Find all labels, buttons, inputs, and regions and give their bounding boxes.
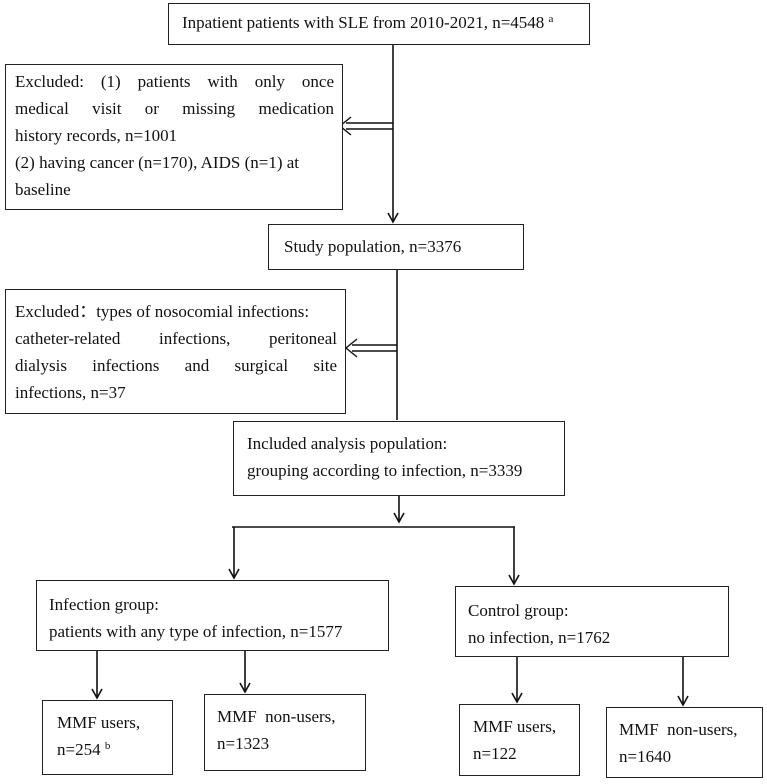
exclusion-arrow-1 bbox=[338, 116, 393, 136]
node-study-population: Study population, n=3376 bbox=[268, 224, 524, 270]
node-inpatient-total: Inpatient patients with SLE from 2010-20… bbox=[168, 3, 590, 45]
excluded-1-line-3: history records, n=1001 bbox=[15, 126, 178, 145]
control-group-line-1: Control group: bbox=[468, 601, 569, 620]
inf-mmf-nonusers-line-1: MMF non-users, bbox=[217, 707, 336, 726]
excluded-1-line-1: Excluded: (1) patients with only once bbox=[15, 72, 334, 91]
infection-group-line-2: patients with any type of infection, n=1… bbox=[49, 622, 343, 641]
excluded-2-line-4: infections, n=37 bbox=[15, 383, 126, 402]
node-included-population: Included analysis population: grouping a… bbox=[233, 421, 565, 496]
excluded-2-line-1: Excluded：types of nosocomial infections: bbox=[15, 302, 310, 321]
infection-group-line-1: Infection group: bbox=[49, 595, 159, 614]
study-population-text: Study population, n=3376 bbox=[284, 237, 462, 256]
node-ctl-mmf-users: MMF users, n=122 bbox=[459, 704, 580, 776]
excluded-2-line-3: dialysis infections and surgical site bbox=[15, 356, 337, 375]
inf-mmf-users-line-2: n=254 bbox=[57, 740, 101, 759]
excluded-1-line-4: (2) having cancer (n=170), AIDS (n=1) at bbox=[15, 153, 300, 172]
excluded-1-line-2: medical visit or missing medication bbox=[15, 99, 334, 118]
ctl-mmf-nonusers-line-1: MMF non-users, bbox=[619, 720, 738, 739]
node-ctl-mmf-nonusers: MMF non-users, n=1640 bbox=[606, 707, 763, 778]
node-excluded-1: Excluded: (1) patients with only once me… bbox=[5, 64, 343, 210]
node-inpatient-total-text: Inpatient patients with SLE from 2010-20… bbox=[182, 13, 545, 32]
exclusion-arrow-2 bbox=[344, 338, 397, 358]
excluded-2-line-2: catheter-related infections, peritoneal bbox=[15, 329, 337, 348]
ctl-mmf-nonusers-line-2: n=1640 bbox=[619, 747, 672, 766]
node-infection-group: Infection group: patients with any type … bbox=[36, 580, 389, 651]
ctl-mmf-users-line-2: n=122 bbox=[473, 744, 517, 763]
node-inf-mmf-nonusers: MMF non-users, n=1323 bbox=[204, 694, 366, 771]
node-inf-mmf-users: MMF users, n=254 b bbox=[42, 700, 173, 775]
inf-mmf-nonusers-line-2: n=1323 bbox=[217, 734, 270, 753]
inf-mmf-users-line-1: MMF users, bbox=[57, 713, 141, 732]
control-group-line-2: no infection, n=1762 bbox=[468, 628, 611, 647]
excluded-1-line-5: baseline bbox=[15, 180, 71, 199]
ctl-mmf-users-line-1: MMF users, bbox=[473, 717, 557, 736]
included-line-1: Included analysis population: bbox=[247, 434, 448, 453]
node-control-group: Control group: no infection, n=1762 bbox=[455, 586, 729, 657]
footnote-b: b bbox=[104, 740, 111, 752]
node-excluded-2: Excluded：types of nosocomial infections:… bbox=[5, 289, 346, 414]
footnote-a: a bbox=[548, 13, 554, 25]
included-line-2: grouping according to infection, n=3339 bbox=[247, 461, 523, 480]
